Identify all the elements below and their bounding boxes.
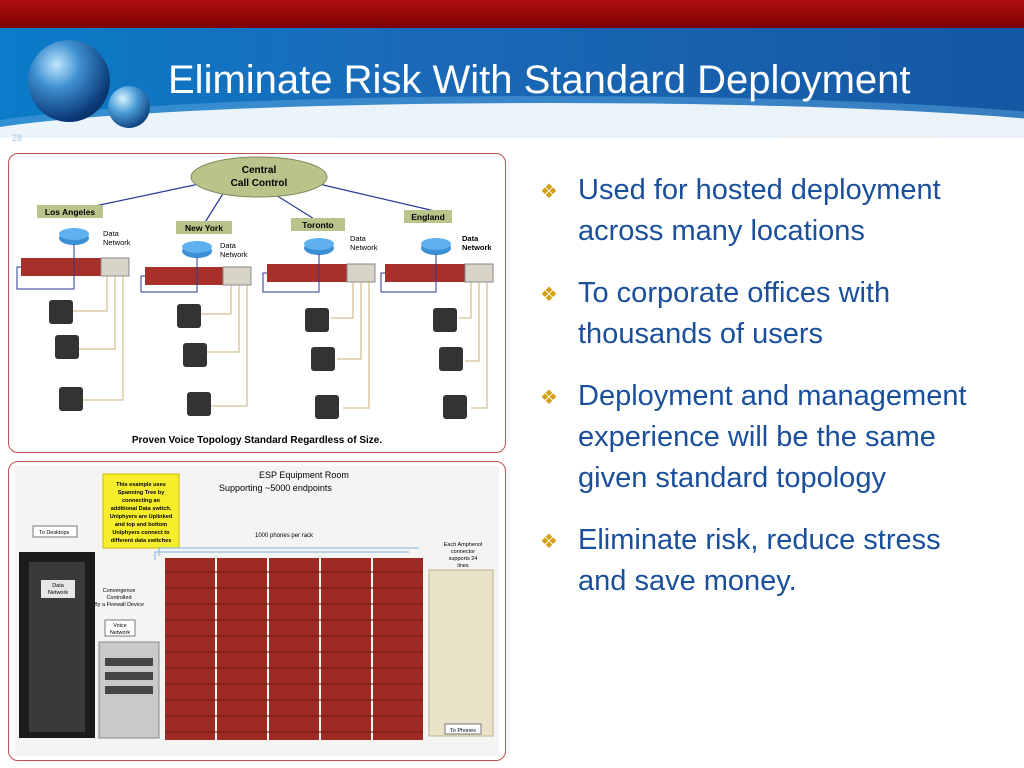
note-line: Uniphyers connect to	[112, 530, 170, 536]
note-line: different data switches	[111, 538, 172, 544]
topology-diagram: Central Call Control Los Angeles New Yor…	[16, 156, 494, 446]
equipment-room-panel: ESP Equipment Room Supporting ~5000 endp…	[8, 461, 506, 761]
to-desktops-label: To Desktops	[39, 530, 70, 536]
topology-caption: Proven Voice Topology Standard Regardles…	[132, 435, 382, 446]
rack-label: Network	[48, 590, 68, 596]
to-phones-tag	[444, 723, 482, 735]
globe-logo-icon	[28, 40, 110, 122]
bullet-list: ❖ Used for hosted deployment across many…	[540, 170, 990, 623]
site-box-england	[404, 210, 452, 223]
data-network-label: Data	[350, 234, 367, 243]
red-rack-row	[165, 558, 423, 740]
site-label-england: England	[411, 212, 445, 222]
site-equipment	[21, 257, 494, 286]
voice-network-label: Network	[110, 630, 130, 636]
bullet-text: Used for hosted deployment across many l…	[578, 174, 941, 247]
note-line: and top and bottom	[115, 522, 167, 528]
data-network-label: Data	[462, 234, 479, 243]
diamond-bullet-icon: ❖	[540, 284, 558, 306]
data-network-label: Network	[462, 243, 492, 252]
note-line: This example uses	[116, 482, 166, 488]
data-network-label: Network	[350, 243, 378, 252]
central-label-2: Call Control	[231, 178, 288, 189]
amphenol-note: lines	[457, 563, 469, 569]
amphenol-connector-panel	[428, 569, 494, 737]
data-network-label: Network	[103, 238, 131, 247]
phone-icon	[433, 308, 467, 419]
bullet-item: ❖ To corporate offices with thousands of…	[540, 273, 990, 355]
convergence-label: By a Firewall Device	[94, 602, 144, 608]
router-icon	[59, 228, 89, 245]
bullet-text: Deployment and management experience wil…	[578, 380, 967, 494]
slide-header	[0, 28, 1024, 138]
phones-per-rack-label: 1000 phones per rack	[255, 533, 314, 539]
phone-icon	[305, 308, 339, 419]
bullet-text: Eliminate risk, reduce stress and save m…	[578, 524, 941, 597]
slide-number: 28	[12, 133, 23, 143]
bullet-text: To corporate offices with thousands of u…	[578, 277, 891, 350]
convergence-label: Convergence	[103, 588, 136, 594]
site-label-ny: New York	[185, 223, 223, 233]
phone-icon	[49, 300, 83, 411]
slide-title: Eliminate Risk With Standard Deployment	[168, 58, 911, 102]
bullet-item: ❖ Deployment and management experience w…	[540, 376, 990, 499]
convergence-label: Controlled	[106, 595, 131, 601]
amphenol-note: supports 24	[449, 556, 478, 562]
data-network-label: Network	[220, 250, 248, 259]
equipment-room-diagram: ESP Equipment Room Supporting ~5000 endp…	[15, 466, 499, 756]
central-label-1: Central	[242, 165, 277, 176]
room-title-1: ESP Equipment Room	[259, 470, 349, 480]
note-line: Spanning Tree by	[118, 490, 166, 496]
diamond-bullet-icon: ❖	[540, 181, 558, 203]
central-call-control-node	[190, 156, 328, 198]
note-line: additional Data switch.	[111, 506, 172, 512]
router-icon	[182, 241, 212, 258]
bullet-item: ❖ Eliminate risk, reduce stress and save…	[540, 520, 990, 602]
data-network-label: Data	[103, 229, 120, 238]
site-box-la	[37, 205, 103, 218]
room-title-2: Supporting ~5000 endpoints	[219, 483, 332, 493]
rack-label: Data	[52, 583, 65, 589]
data-network-label: Data	[220, 241, 237, 250]
site-box-ny	[176, 221, 232, 234]
site-label-toronto: Toronto	[302, 220, 333, 230]
site-box-toronto	[291, 218, 345, 231]
note-line: Uniphyers are Uplinked	[110, 514, 173, 520]
to-phones-label: To Phones	[450, 728, 476, 734]
diamond-bullet-icon: ❖	[540, 531, 558, 553]
phone-icon	[177, 304, 211, 416]
amphenol-note: Each Amphenol	[444, 542, 483, 548]
spanning-tree-note	[102, 473, 180, 549]
small-globe-icon	[108, 86, 150, 128]
router-icon	[304, 238, 334, 255]
amphenol-note: connector	[451, 549, 475, 555]
diamond-bullet-icon: ❖	[540, 387, 558, 409]
voice-network-label: Voice	[113, 623, 126, 629]
note-line: connecting an	[122, 498, 160, 504]
topology-diagram-panel: Central Call Control Los Angeles New Yor…	[8, 153, 506, 453]
to-desktops-tag	[32, 525, 78, 538]
top-red-bar	[0, 0, 1024, 28]
bullet-item: ❖ Used for hosted deployment across many…	[540, 170, 990, 252]
router-icon	[421, 238, 451, 255]
site-label-la: Los Angeles	[45, 207, 95, 217]
